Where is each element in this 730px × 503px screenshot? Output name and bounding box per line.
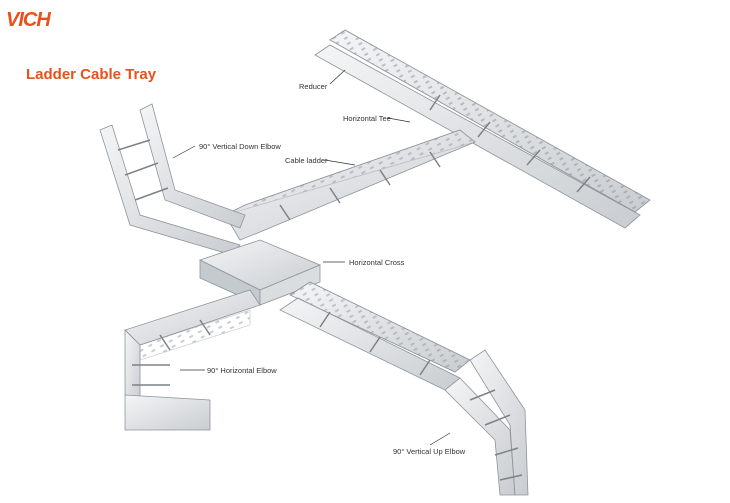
leader-lines	[172, 69, 451, 446]
label-horizontal-tee: Horizontal Tee	[343, 114, 391, 123]
rungs-horizontal-elbow	[132, 319, 211, 386]
main-run-upper-right	[314, 29, 651, 229]
label-vertical-down-elbow: 90° Vertical Down Elbow	[199, 142, 281, 151]
rungs-up-elbow	[469, 389, 523, 481]
label-horizontal-cross: Horizontal Cross	[349, 258, 405, 267]
label-vertical-up-elbow: 90° Vertical Up Elbow	[393, 447, 466, 456]
diagonal-run-to-cross	[224, 129, 476, 241]
vertical-up-elbow-shape	[444, 349, 529, 496]
vertical-down-elbow-shape	[99, 103, 246, 256]
label-cable-ladder: Cable ladder	[285, 156, 328, 165]
label-reducer: Reducer	[299, 82, 328, 91]
lower-right-run	[279, 281, 471, 391]
rungs-lower-right	[319, 311, 431, 376]
label-horizontal-elbow: 90° Horizontal Elbow	[207, 366, 277, 375]
rungs-diagonal	[279, 151, 441, 221]
rungs-down-elbow	[117, 139, 169, 201]
rungs-upper-right	[429, 94, 591, 193]
brand-logo: VICH	[6, 9, 51, 31]
page-title: Ladder Cable Tray	[26, 66, 157, 83]
horizontal-elbow-shape	[124, 289, 261, 431]
